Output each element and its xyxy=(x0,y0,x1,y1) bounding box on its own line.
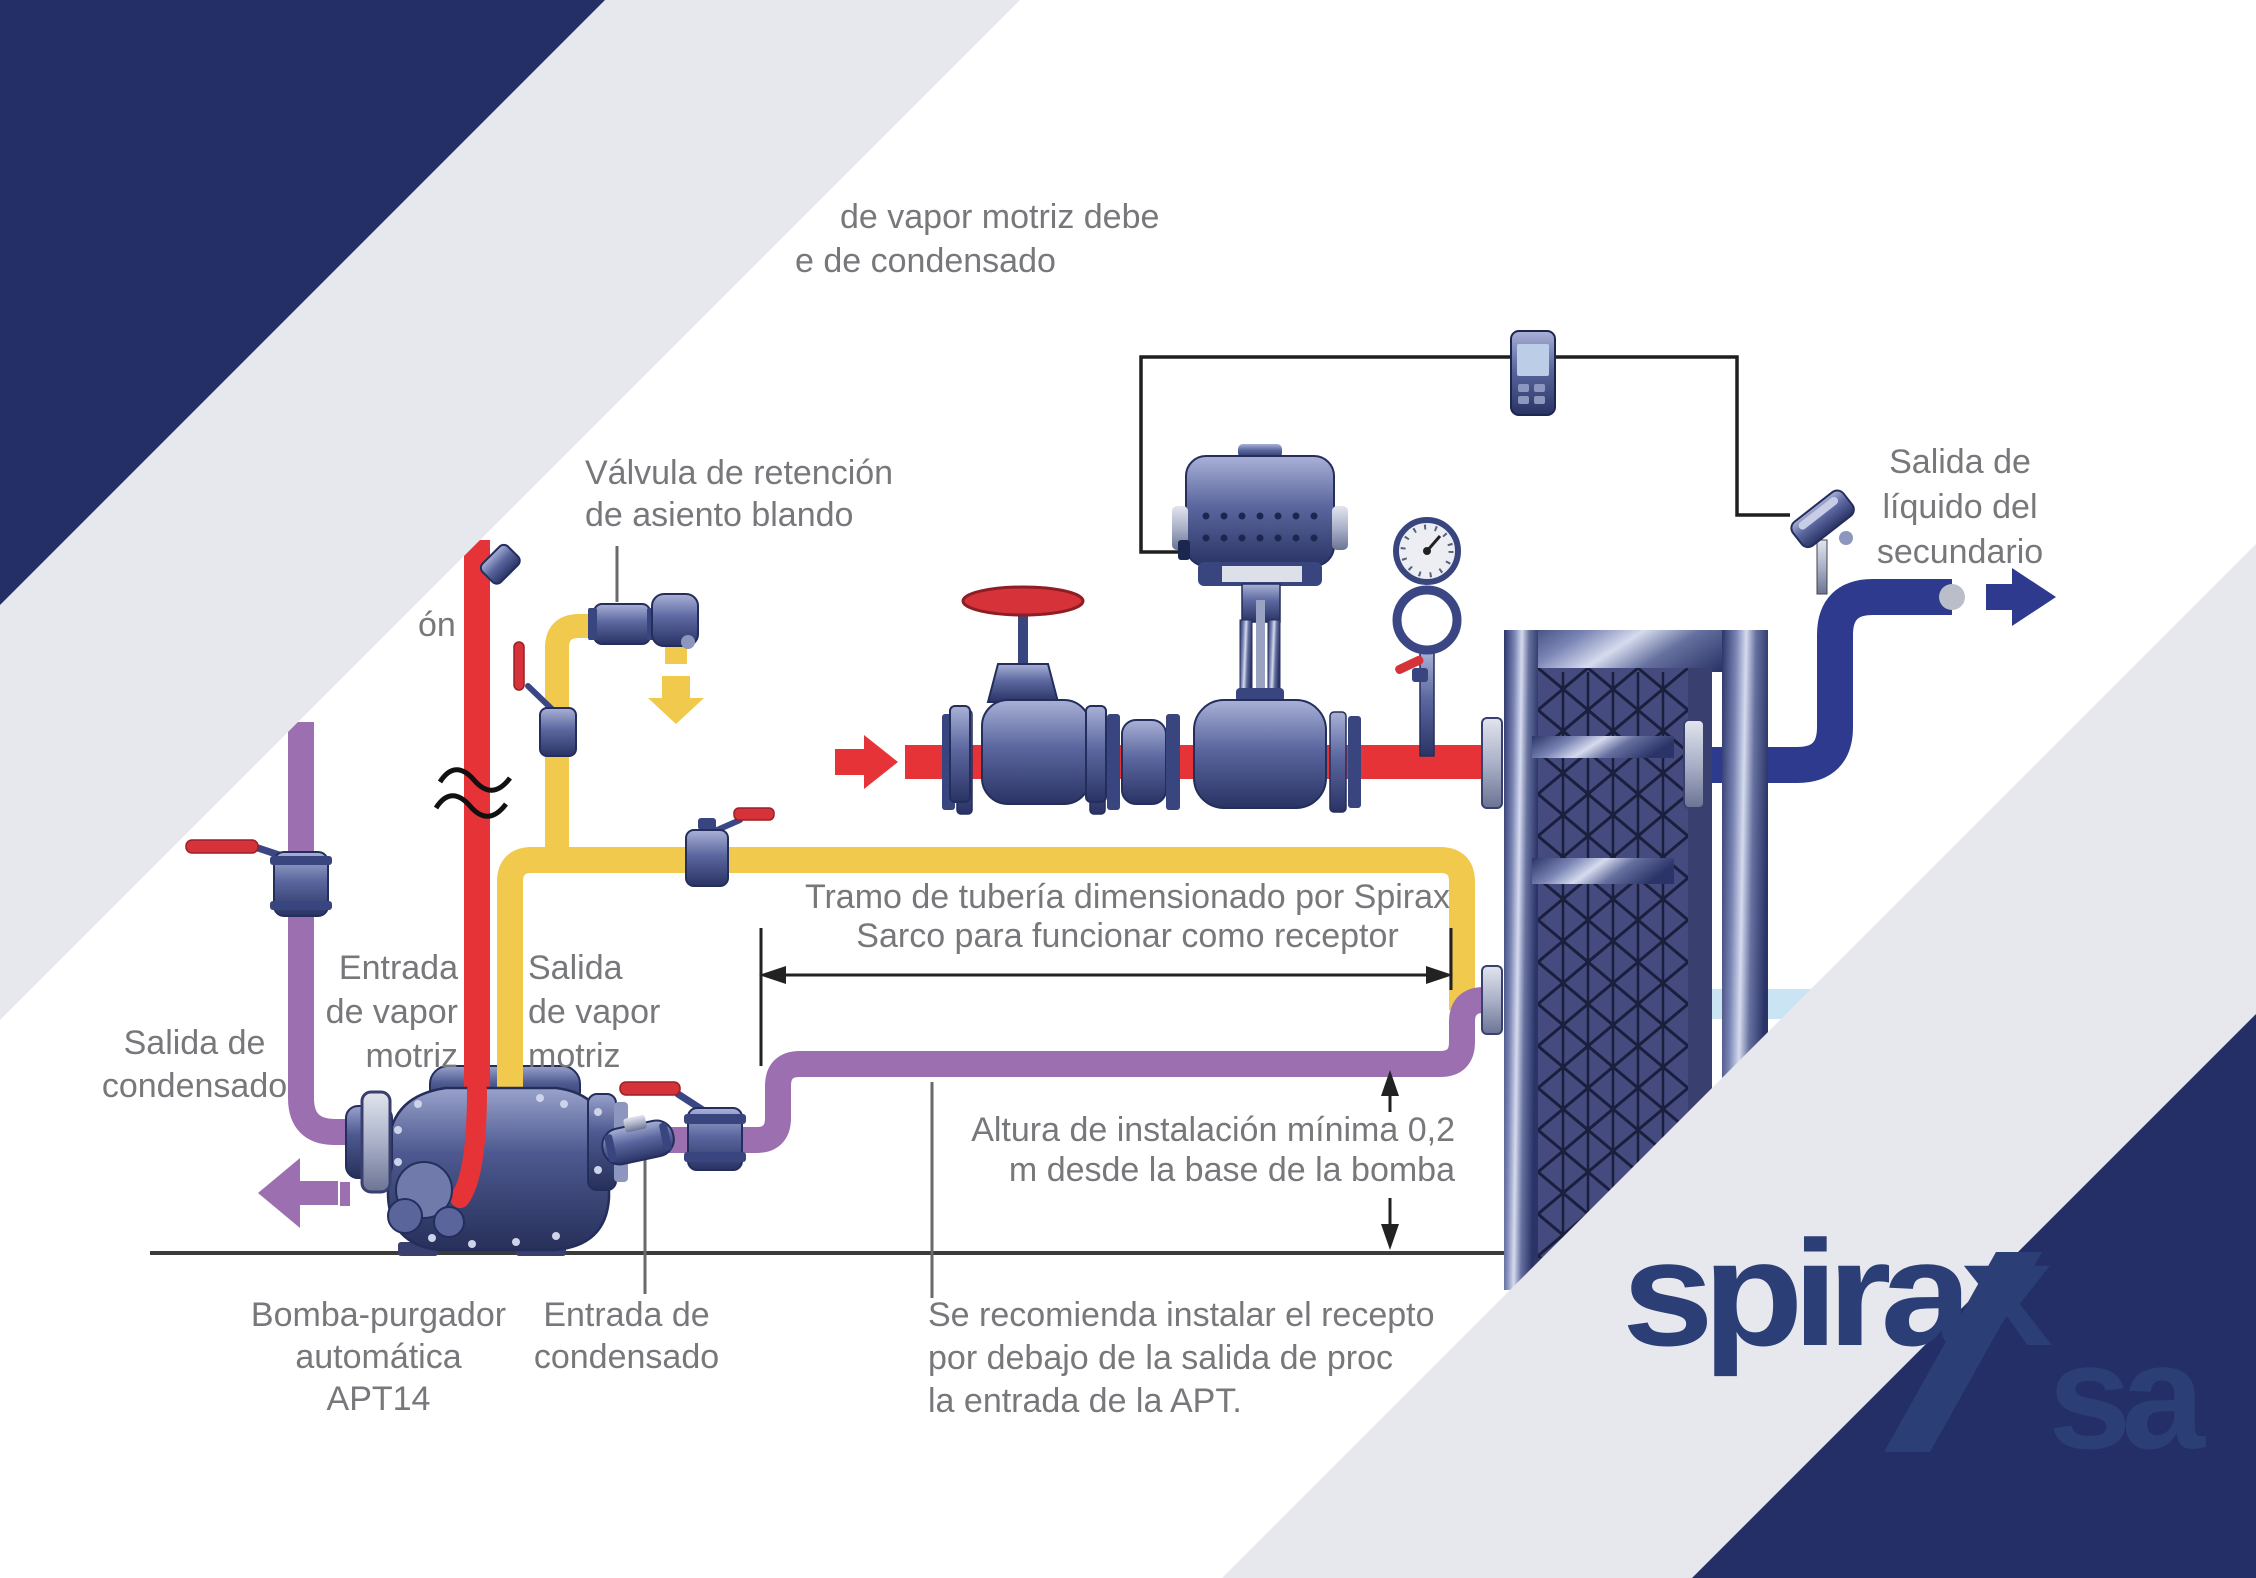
valve-body xyxy=(539,707,577,757)
dim-arrowhead-left xyxy=(759,966,786,984)
secondary-outlet-flange xyxy=(1683,719,1705,809)
gauge-cock-handle xyxy=(1395,655,1424,674)
secondary-outlet-pipe xyxy=(1700,579,1952,783)
condensate-outlet-label: Salida de condensado xyxy=(101,1024,288,1105)
pipes xyxy=(288,540,1965,1153)
dim-arrowhead-down xyxy=(1381,1224,1399,1250)
pipe-break-symbol xyxy=(433,767,512,819)
pump-outlet-flange xyxy=(360,1090,392,1194)
exhaust-main-valve xyxy=(685,807,775,887)
dim-arrowhead-right xyxy=(1426,966,1453,984)
handwheel xyxy=(961,585,1085,617)
exhaust-steam-pipe xyxy=(497,847,1475,1095)
control-signal-wire xyxy=(1139,355,1790,554)
apt14-pump-trap xyxy=(345,1018,628,1256)
valve-handle xyxy=(619,1081,681,1096)
discharge-riser-valve xyxy=(185,839,332,917)
condensate-discharge-riser xyxy=(288,722,372,1145)
pump-label: Bomba-purgador automática APT14 xyxy=(250,1296,507,1418)
flow-arrows xyxy=(258,568,2056,1228)
install-height-label: Altura de instalación mínima 0,2 m desde… xyxy=(971,1111,1455,1189)
temperature-sensor xyxy=(1790,489,1855,595)
secondary-outlet-arrow xyxy=(1986,568,2056,626)
condensate-inlet-label: Entrada de condensado xyxy=(533,1296,720,1376)
valve-stem xyxy=(1256,600,1265,704)
condensate-receiver-pipe xyxy=(612,987,1500,1153)
control-valve xyxy=(1172,444,1348,809)
hx-band-lower xyxy=(1532,858,1674,884)
receiver-dim-label: Tramo de tubería dimensionado por Spirax… xyxy=(804,878,1451,955)
check-valve-label: Válvula de retención de asiento blando xyxy=(585,454,894,534)
controller-buttons xyxy=(1518,384,1545,404)
left-cut-label: ón xyxy=(418,606,456,644)
motive-inlet-label: Entrada de vapor motriz xyxy=(325,949,458,1075)
gauge-ticks xyxy=(1400,524,1454,578)
exhaust-outlet-stub xyxy=(497,1018,523,1094)
siphon-loop xyxy=(1392,585,1462,655)
top-note-line1: de vapor motriz debe xyxy=(840,198,1160,236)
recommendation-label: Se recomienda instalar el recepto por de… xyxy=(928,1296,1435,1420)
valve-body xyxy=(1193,699,1327,809)
valve-body xyxy=(273,851,329,917)
actuator-top-cap xyxy=(1238,444,1282,458)
condensate-out-arrow xyxy=(258,1158,338,1228)
exhaust-flow-down-arrow xyxy=(648,676,704,724)
wire-connector xyxy=(1178,540,1190,560)
pump-mechanism-boss-2 xyxy=(387,1198,423,1234)
logo-word-sarco: sa xyxy=(2048,1312,2206,1480)
exhaust-riser-pipe xyxy=(545,614,662,872)
pump-bolts xyxy=(394,1094,602,1248)
annotation-lines xyxy=(150,546,1545,1298)
inlet-strainer xyxy=(601,1115,675,1166)
globe-valve xyxy=(949,585,1107,805)
motive-outlet-label: Salida de vapor motriz xyxy=(528,949,661,1075)
valve-body xyxy=(685,829,729,887)
soft-seat-check-valve xyxy=(588,593,704,724)
annotation-arrowheads xyxy=(759,966,1453,1250)
nameplate xyxy=(1222,566,1302,582)
controller-screen xyxy=(1517,344,1549,376)
valve-handle xyxy=(733,807,775,821)
condensate-inlet-valve xyxy=(619,1081,746,1171)
hx-top-beam xyxy=(1505,630,1768,672)
motive-isolation-fitting xyxy=(479,543,521,585)
actuator-bolts xyxy=(1202,512,1318,542)
steam-inlet-arrow xyxy=(835,735,898,789)
exhaust-riser-valve xyxy=(513,641,577,757)
valve-handle xyxy=(185,839,259,854)
condensate-outlet-flange xyxy=(1481,965,1503,1035)
motive-pipe-internal-elbow xyxy=(450,1080,487,1208)
dim-arrowhead-up xyxy=(1381,1070,1399,1096)
hx-band-upper xyxy=(1532,736,1674,758)
secondary-outlet-pipe-cap xyxy=(1939,584,1965,610)
pump-mechanism-boss-3 xyxy=(433,1206,465,1238)
secondary-outlet-label: Salida de líquido del secundario xyxy=(1876,443,2044,571)
steam-inlet-flange xyxy=(1481,717,1503,809)
logo-slash xyxy=(1884,1252,2042,1452)
pressure-gauge xyxy=(1392,517,1462,757)
valve-stem xyxy=(1018,608,1028,668)
top-note-line2: e de condensado xyxy=(795,242,1056,280)
handheld-controller xyxy=(1510,330,1556,416)
check-valve-elbow xyxy=(651,593,699,647)
valve-handle xyxy=(513,641,525,691)
